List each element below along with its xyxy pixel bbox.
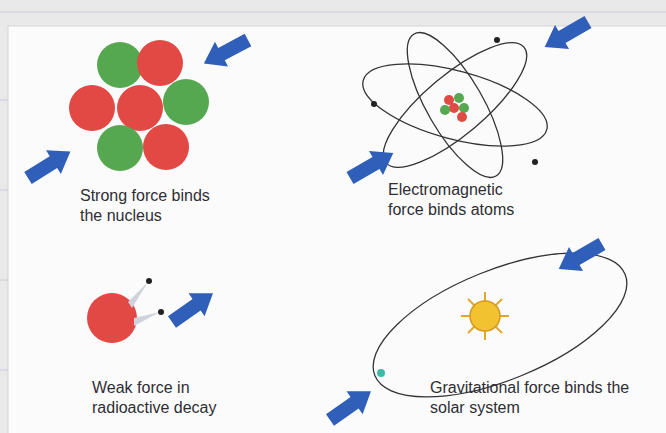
nucleus-picture: [69, 40, 209, 171]
decay-picture: [87, 278, 164, 343]
atom-nucleus: [371, 37, 538, 165]
caption: Gravitational force binds the solar syst…: [430, 378, 630, 418]
solar-system-picture: [354, 223, 646, 426]
card: [8, 26, 666, 433]
blue-arrows: [21, 10, 609, 432]
caption: Weak force in radioactive decay: [92, 378, 242, 418]
caption: Strong force binds the nucleus: [80, 186, 230, 226]
caption: Electromagnetic force binds atoms: [388, 180, 538, 220]
